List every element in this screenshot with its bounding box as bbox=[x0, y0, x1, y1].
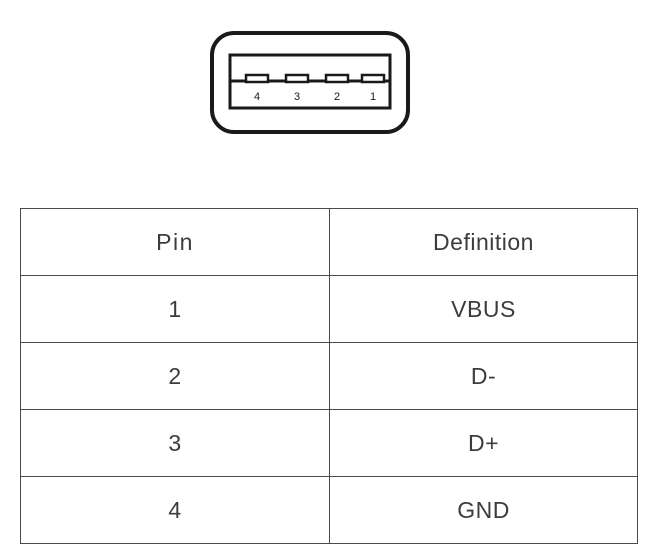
contact-tab-4 bbox=[244, 73, 270, 84]
table-row: 3 D+ bbox=[20, 409, 638, 477]
contact-tab-1 bbox=[360, 73, 386, 84]
cell-definition-3: D+ bbox=[329, 409, 638, 477]
contact-tab-2 bbox=[324, 73, 350, 84]
usb-connector-diagram: 4 3 2 1 bbox=[210, 31, 410, 134]
table-header-row: Pin Definition bbox=[20, 208, 638, 276]
pin-number-label-4: 4 bbox=[254, 91, 260, 103]
usb-pinout-table: Pin Definition 1 VBUS 2 D- 3 D+ 4 GND bbox=[20, 208, 638, 544]
table-row: 2 D- bbox=[20, 342, 638, 410]
table-row: 4 GND bbox=[20, 476, 638, 544]
contact-tab-3 bbox=[284, 73, 310, 84]
cell-pin-4: 4 bbox=[20, 476, 330, 544]
cell-pin-1: 1 bbox=[20, 275, 330, 343]
column-header-definition: Definition bbox=[329, 208, 638, 276]
cell-definition-1: VBUS bbox=[329, 275, 638, 343]
cell-pin-3: 3 bbox=[20, 409, 330, 477]
cell-pin-2: 2 bbox=[20, 342, 330, 410]
cell-definition-4: GND bbox=[329, 476, 638, 544]
column-header-pin: Pin bbox=[20, 208, 330, 276]
table-row: 1 VBUS bbox=[20, 275, 638, 343]
connector-contact-strip bbox=[228, 79, 392, 110]
pin-number-label-2: 2 bbox=[334, 91, 340, 103]
pin-number-label-1: 1 bbox=[370, 91, 376, 103]
pin-number-label-3: 3 bbox=[294, 91, 300, 103]
cell-definition-2: D- bbox=[329, 342, 638, 410]
